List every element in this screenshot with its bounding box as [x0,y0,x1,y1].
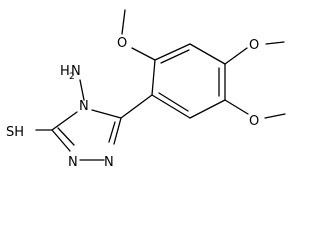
bond-n4-c5 [91,109,122,119]
bond-n2-c3 [51,129,71,152]
bond-n2-c3-inner [57,127,75,146]
bond-o-meta-methyl [264,113,286,119]
substituent-bonds [35,79,153,131]
bond-o-ortho-methyl [121,9,126,35]
triazole-n1-label: N [104,155,114,170]
bond-ar5-ar6 [189,99,226,119]
molecule-structure-diagram: SH H N 2 N N N O O O [6,9,286,170]
bond-ar2-o-ortho [131,47,156,61]
triazole-n2-label: N [68,155,78,170]
amino-label-subscript: 2 [69,72,75,82]
bond-ar3-ar4 [189,43,226,65]
amino-label-n: N [71,64,81,79]
ortho-methoxy-oxygen: O [117,36,127,51]
bond-n4-nh2 [79,79,85,101]
bond-c5-phenyl [120,94,153,119]
bond-c5-n1 [113,117,122,145]
para-methoxy-oxygen: O [249,38,259,53]
bond-ar6-ar1 [151,94,191,119]
bond-ar2-ar3 [154,43,191,61]
meta-methoxy-oxygen: O [249,114,259,129]
benzene-ring [151,43,226,119]
bond-ar4-o-para [224,47,248,65]
bond-ar2-ar3-inner [160,49,190,64]
bond-ar5-o-meta [224,99,249,115]
bond-ar6-ar1-inner [158,92,189,112]
bond-c5-n1-inner [108,121,116,143]
bond-c3-n4 [51,111,78,131]
thiol-label: SH [6,125,24,140]
triazole-ring [51,109,122,161]
amino-label-h: H [60,64,70,79]
bond-ar1-ar2 [151,59,156,96]
atom-labels: SH H N 2 N N N O O O [6,36,259,170]
methoxy-bonds [121,9,286,119]
triazole-n4-label: N [79,99,89,114]
bond-o-para-methyl [265,41,285,45]
